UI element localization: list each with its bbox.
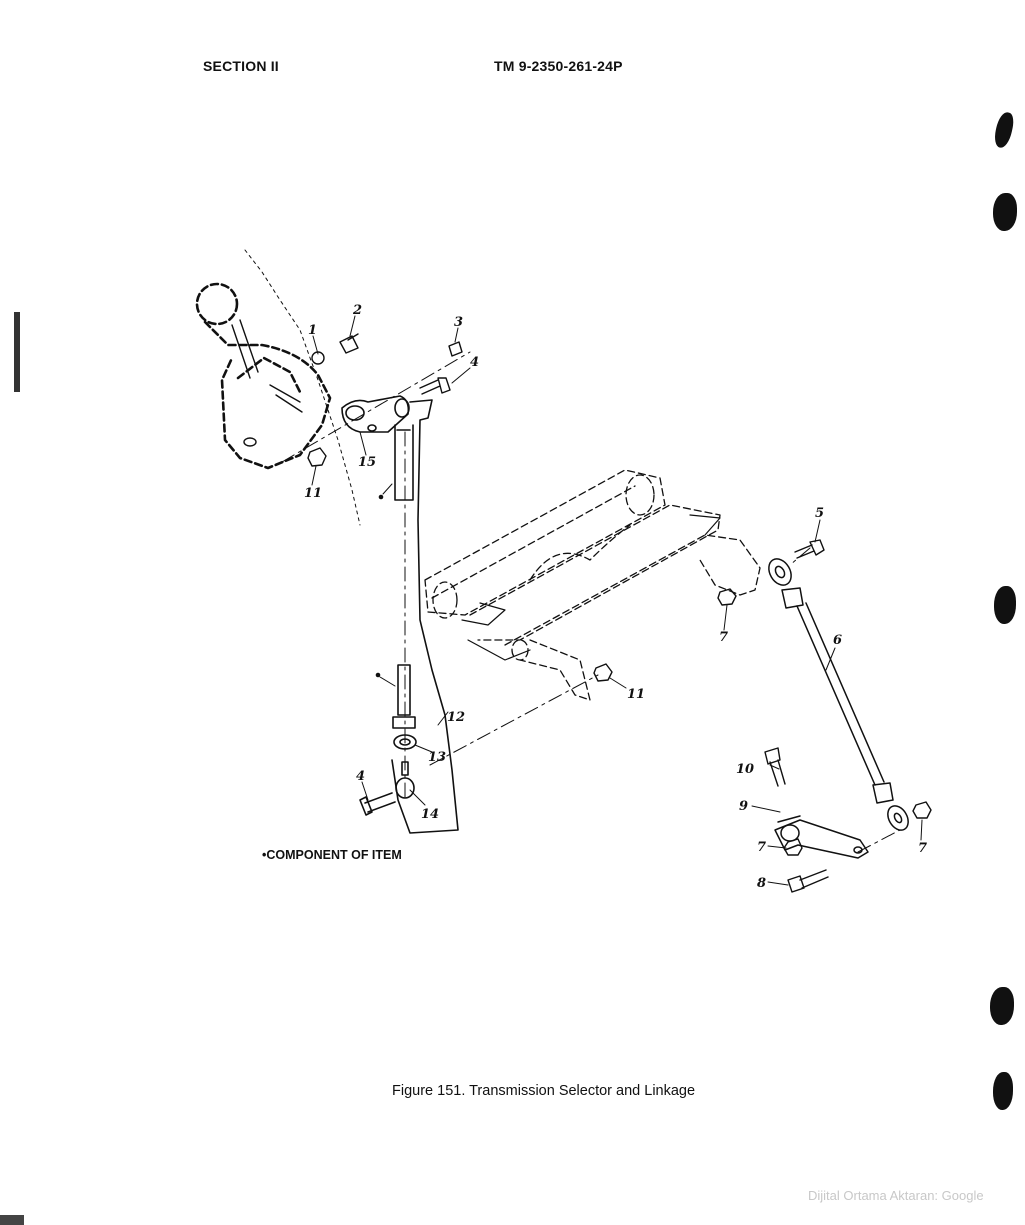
callout-1: 1: [308, 323, 317, 338]
fasteners: [307, 333, 932, 893]
nut-7-mid: [717, 588, 737, 606]
figure-caption: Figure 151. Transmission Selector and Li…: [392, 1083, 696, 1099]
centerlines: [281, 351, 901, 853]
callout-13: 13: [428, 750, 446, 765]
linkage-rod-12: [359, 399, 459, 834]
manual-number: TM 9-2350-261-24P: [494, 58, 623, 74]
selector-lever: [231, 319, 303, 447]
selector-housing-outline: [195, 282, 332, 470]
housing-phantom-line: [244, 249, 361, 526]
section-label: SECTION II: [203, 58, 279, 74]
callout-3: 3: [454, 315, 463, 330]
callout-8: 8: [757, 876, 766, 891]
shaft-bracket-plates: [461, 514, 721, 661]
callout-7-lower: 7: [757, 840, 766, 855]
digitizer-watermark: Dijital Ortama Aktaran: Google: [808, 1188, 984, 1203]
callout-11-mid: 11: [627, 687, 645, 702]
arrowheads: [375, 494, 384, 678]
callout-10: 10: [736, 762, 754, 777]
callout-5: 5: [815, 506, 824, 521]
linkage-lever-9: [774, 815, 869, 859]
bolt-2: [339, 333, 359, 354]
bottom-left-scan-mark: [0, 1215, 24, 1225]
callout-7-right: 7: [918, 841, 927, 856]
bolt-4-top: [419, 377, 451, 395]
callout-4-top: 4: [470, 355, 479, 370]
callout-leaders: [311, 315, 923, 886]
asterisk-dot-lower: [375, 672, 381, 678]
selector-arm: [341, 395, 414, 501]
callout-4-bottom: 4: [356, 769, 365, 784]
punch-hole-5: [993, 1072, 1013, 1110]
washer-1: [311, 351, 325, 365]
callout-7-mid: 7: [719, 630, 728, 645]
punch-hole-2: [993, 193, 1017, 231]
callout-11-top: 11: [304, 486, 322, 501]
shaft-assembly: [424, 469, 761, 701]
pin-3: [448, 341, 463, 357]
component-note: •COMPONENT OF ITEM: [262, 848, 402, 862]
nut-11-mid: [593, 663, 613, 682]
linkage-rod-6: [768, 558, 909, 831]
callout-15: 15: [358, 455, 376, 470]
callout-12: 12: [447, 710, 465, 725]
bolt-8: [787, 869, 829, 893]
punch-hole-3: [994, 586, 1016, 624]
asterisk-dot-upper: [378, 494, 384, 500]
callout-6: 6: [833, 633, 842, 648]
callout-2: 2: [352, 303, 362, 318]
left-edge-scan-mark: [14, 312, 20, 392]
punch-hole-4: [990, 987, 1014, 1025]
nut-7-right: [912, 801, 932, 819]
callout-14: 14: [421, 807, 439, 822]
nut-11-top: [307, 447, 327, 467]
callout-9: 9: [739, 799, 748, 814]
